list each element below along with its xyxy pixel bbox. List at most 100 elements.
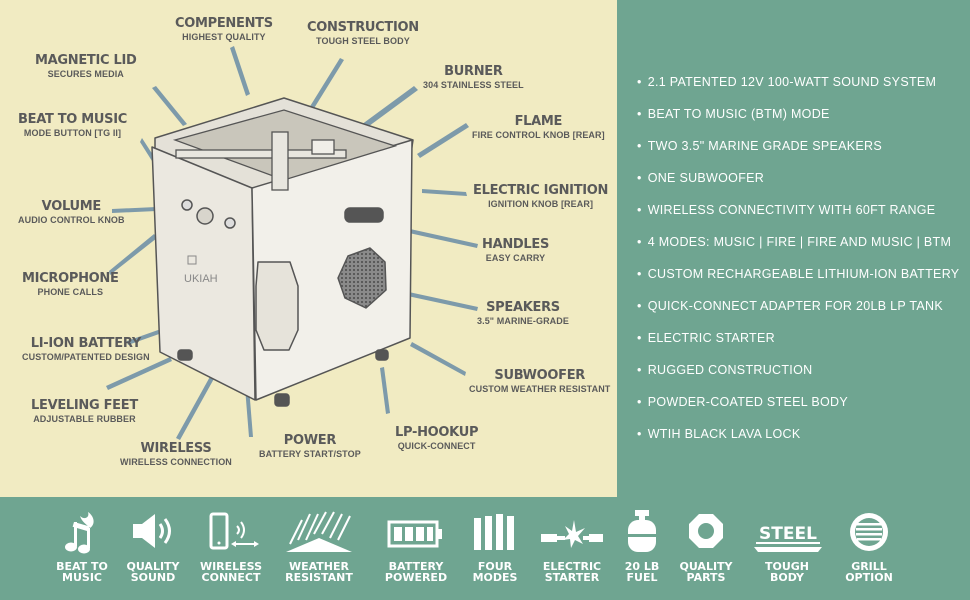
feature-item: RUGGED CONSTRUCTION <box>637 360 959 392</box>
icon-caption-line: WIRELESS <box>199 560 263 573</box>
callout-title: COMPENENTS <box>175 16 273 31</box>
callout-subtitle: PHONE CALLS <box>37 287 104 297</box>
feature-item: WTIH BLACK LAVA LOCK <box>637 424 959 456</box>
callout-beat-to-music: BEAT TO MUSIC MODE BUTTON [TG II] <box>18 112 127 139</box>
callout-subtitle: QUICK-CONNECT <box>397 441 476 451</box>
icon-caption-line: FUEL <box>626 571 658 584</box>
callout-title: BURNER <box>444 64 503 79</box>
callout-title: BEAT TO MUSIC <box>18 112 128 127</box>
speaker-icon <box>133 514 171 548</box>
icon-caption-line: FOUR <box>477 560 513 573</box>
callout-construction: CONSTRUCTION TOUGH STEEL BODY <box>307 20 419 47</box>
icon-caption-line: CONNECT <box>201 571 261 584</box>
callout-subtitle: ADJUSTABLE RUBBER <box>33 414 136 424</box>
callout-speakers: SPEAKERS 3.5" MARINE-GRADE <box>477 300 569 327</box>
callout-magnetic-lid: MAGNETIC LID SECURES MEDIA <box>35 53 137 80</box>
feature-item: ELECTRIC STARTER <box>637 328 959 360</box>
callout-subtitle: BATTERY START/STOP <box>259 449 361 459</box>
callout-electric-ignition: ELECTRIC IGNITION IGNITION KNOB [REAR] <box>473 183 608 210</box>
callout-title: POWER <box>283 433 337 448</box>
callout-title: MICROPHONE <box>22 271 119 286</box>
battery-icon <box>387 520 442 548</box>
callout-burner: BURNER 304 STAINLESS STEEL <box>423 64 524 91</box>
callout-microphone: MICROPHONE PHONE CALLS <box>22 271 119 298</box>
icon-caption-line: BODY <box>769 571 805 584</box>
icon-caption-line: OPTION <box>845 571 893 584</box>
callout-subtitle: FIRE CONTROL KNOB [REAR] <box>472 130 605 140</box>
brand-name: UKIAH <box>184 273 218 285</box>
icon-caption-line: 20 LB <box>624 560 660 573</box>
callout-flame: FLAME FIRE CONTROL KNOB [REAR] <box>472 114 605 141</box>
callout-title: FLAME <box>514 114 563 129</box>
feature-item: 2.1 PATENTED 12V 100-WATT SOUND SYSTEM <box>637 72 959 104</box>
callout-subtitle: SECURES MEDIA <box>47 69 124 79</box>
octagon-nut-icon <box>689 514 723 548</box>
beat-to-music-icon <box>65 512 94 554</box>
icon-caption-line: RESISTANT <box>285 571 353 584</box>
callout-subtitle: AUDIO CONTROL KNOB <box>18 215 125 225</box>
feature-item: BEAT TO MUSIC (BTM) MODE <box>637 104 959 136</box>
callout-power: POWER BATTERY START/STOP <box>259 433 361 460</box>
callout-subtitle: HIGHEST QUALITY <box>182 32 266 42</box>
callout-title: SUBWOOFER <box>494 368 586 383</box>
feature-list: 2.1 PATENTED 12V 100-WATT SOUND SYSTEM B… <box>637 72 959 456</box>
steel-icon: STEEL <box>754 524 822 552</box>
icon-caption-line: QUALITY <box>679 560 733 573</box>
callout-compenents: COMPENENTS HIGHEST QUALITY <box>175 16 273 43</box>
callout-subtitle: EASY CARRY <box>485 253 546 263</box>
callout-subtitle: CUSTOM/PATENTED DESIGN <box>22 352 150 362</box>
callout-title: VOLUME <box>41 199 102 214</box>
callout-title: MAGNETIC LID <box>35 53 137 68</box>
callout-title: HANDLES <box>482 237 550 252</box>
spark-icon <box>541 520 603 548</box>
icon-caption-line: STARTER <box>544 571 600 584</box>
feature-item: CUSTOM RECHARGEABLE LITHIUM-ION BATTERY <box>637 264 959 296</box>
icon-caption-line: MODES <box>472 571 518 584</box>
callout-subwoofer: SUBWOOFER CUSTOM WEATHER RESISTANT <box>469 368 610 395</box>
feature-item: QUICK-CONNECT ADAPTER FOR 20LB LP TANK <box>637 296 959 328</box>
feature-item: POWDER-COATED STEEL BODY <box>637 392 959 424</box>
feature-item: TWO 3.5" MARINE GRADE SPEAKERS <box>637 136 959 168</box>
callout-title: CONSTRUCTION <box>307 20 419 35</box>
callout-title: WIRELESS <box>140 441 212 456</box>
callout-lp-hookup: LP-HOOKUP QUICK-CONNECT <box>395 425 479 452</box>
icon-caption-line: POWERED <box>384 571 448 584</box>
feature-item: ONE SUBWOOFER <box>637 168 959 200</box>
feature-item: WIRELESS CONNECTIVITY WITH 60FT RANGE <box>637 200 959 232</box>
callout-leveling-feet: LEVELING FEET ADJUSTABLE RUBBER <box>31 398 138 425</box>
callout-subtitle: IGNITION KNOB [REAR] <box>488 199 594 209</box>
grill-icon <box>850 513 888 551</box>
icon-caption-line: TOUGH <box>764 560 810 573</box>
icon-caption-line: BEAT TO <box>56 560 108 573</box>
icon-caption-line: GRILL <box>851 560 887 573</box>
icon-caption-line: BATTERY <box>388 560 444 573</box>
callout-title: LP-HOOKUP <box>395 425 479 440</box>
icon-caption-line: PARTS <box>686 571 726 584</box>
callout-subtitle: 304 STAINLESS STEEL <box>423 80 524 90</box>
weather-icon <box>286 511 352 552</box>
icon-caption-line: SOUND <box>130 571 176 584</box>
phone-wireless-icon <box>209 512 259 550</box>
propane-tank-icon <box>628 510 656 552</box>
fire-pit-illustration: UKIAH <box>106 46 478 440</box>
callout-subtitle: CUSTOM WEATHER RESISTANT <box>469 384 611 394</box>
icon-caption-line: QUALITY <box>126 560 180 573</box>
callout-li-ion-battery: LI-ION BATTERY CUSTOM/PATENTED DESIGN <box>22 336 150 363</box>
callout-subtitle: WIRELESS CONNECTION <box>120 457 232 467</box>
callout-wireless: WIRELESS WIRELESS CONNECTION <box>120 441 232 468</box>
callout-subtitle: TOUGH STEEL BODY <box>316 36 410 46</box>
icon-caption-line: MUSIC <box>62 571 102 584</box>
callout-handles: HANDLES EASY CARRY <box>482 237 549 264</box>
callout-title: LEVELING FEET <box>31 398 138 413</box>
icon-caption-line: WEATHER <box>288 560 349 573</box>
icon-caption-line: ELECTRIC <box>542 560 602 573</box>
